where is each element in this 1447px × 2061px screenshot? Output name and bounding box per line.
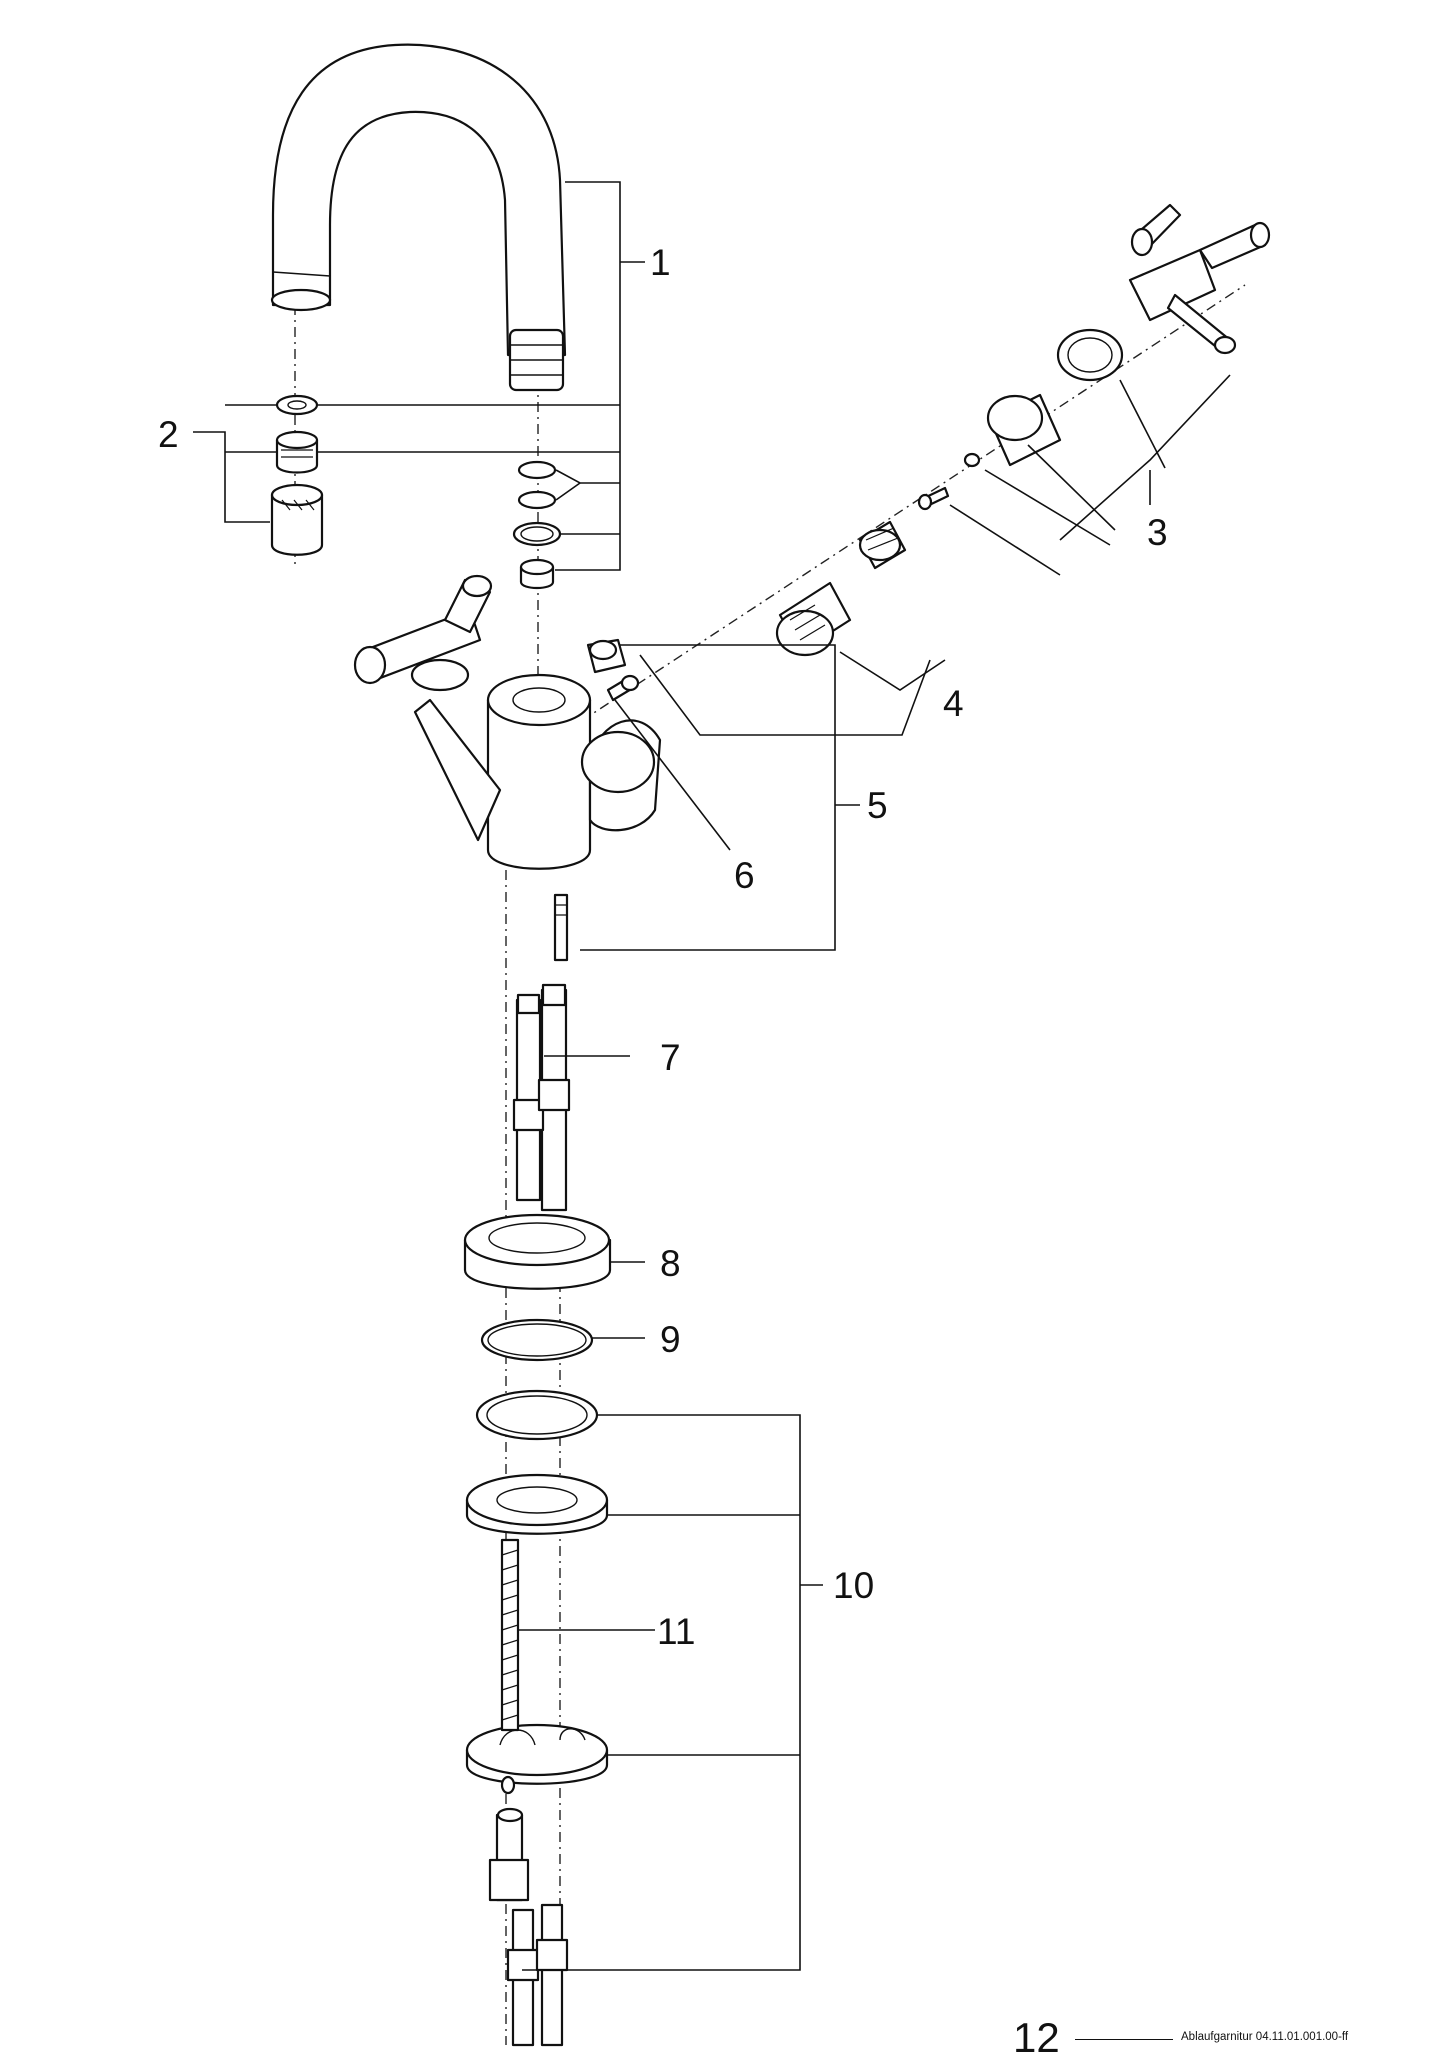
footer-leader-line xyxy=(1075,2039,1173,2040)
grub-screw xyxy=(606,674,640,702)
callout-3: 3 xyxy=(1147,512,1168,553)
leader-lines xyxy=(193,181,1231,1971)
base-ring xyxy=(463,1213,612,1290)
mounting-set xyxy=(465,1389,609,1902)
threaded-rod xyxy=(500,1538,520,1732)
aerator-parts xyxy=(270,394,324,556)
callout-labels: 1 2 3 4 5 6 7 8 9 10 11 xyxy=(158,242,1168,1652)
callout-11: 11 xyxy=(657,1611,695,1652)
supply-hoses-lower xyxy=(506,1903,569,2047)
mixer-body xyxy=(353,574,662,962)
cross-handle-assembly xyxy=(917,203,1271,511)
callout-6: 6 xyxy=(734,855,755,896)
callout-5: 5 xyxy=(867,785,888,826)
cartridge xyxy=(775,520,907,657)
callout-10: 10 xyxy=(833,1565,874,1606)
assembly-axes xyxy=(294,284,1246,2045)
callout-9: 9 xyxy=(660,1319,681,1360)
callout-7: 7 xyxy=(660,1037,681,1078)
footer-drain-kit-label: Ablaufgarnitur 04.11.01.001.00-ff xyxy=(1181,2031,1349,2043)
callout-2: 2 xyxy=(158,414,179,455)
callout-4: 4 xyxy=(943,683,964,724)
callout-1: 1 xyxy=(650,242,671,283)
callout-8: 8 xyxy=(660,1243,681,1284)
o-ring xyxy=(480,1318,594,1362)
footer-callout-number: 12 xyxy=(1013,2014,1060,2061)
spout-seals xyxy=(512,460,562,590)
supply-hoses-upper xyxy=(512,983,571,1212)
spout xyxy=(270,43,567,392)
